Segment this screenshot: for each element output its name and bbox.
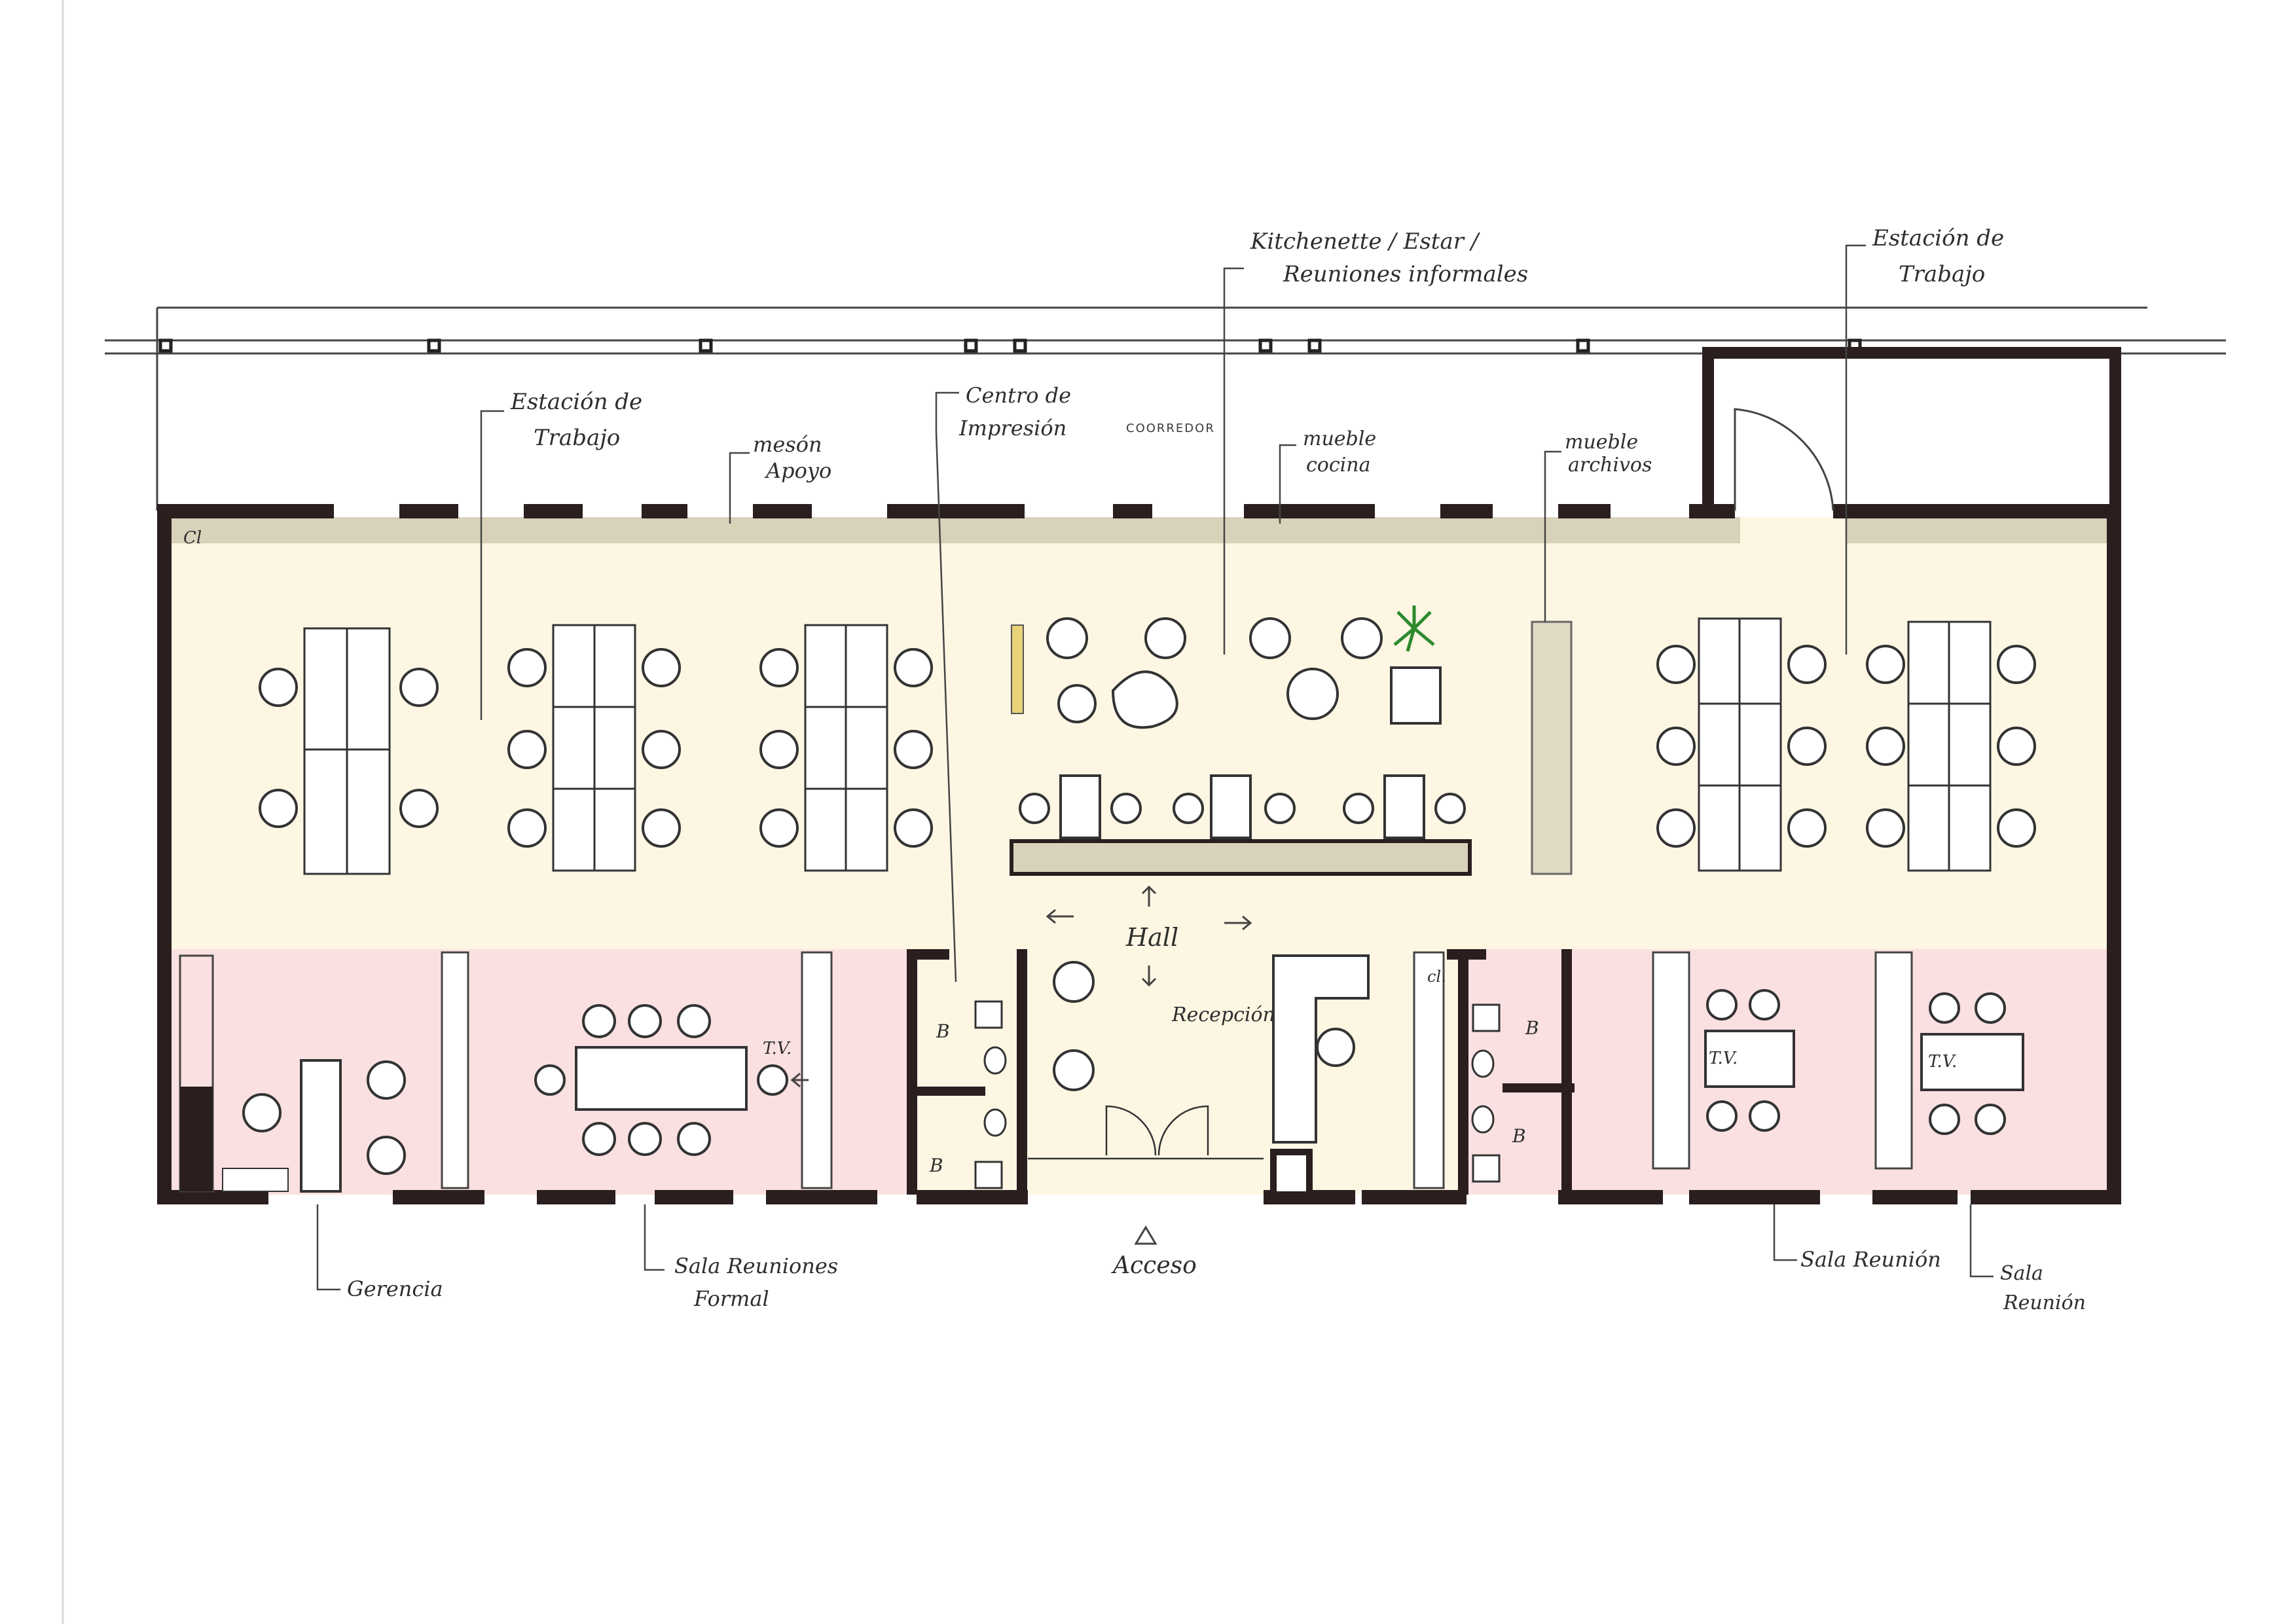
label-mueble-archivos-1: mueble: [1565, 431, 1638, 454]
label-cl-bath: cl.: [1427, 967, 1446, 986]
label-sala-reunion-1: Sala Reunión: [1800, 1247, 1941, 1272]
label-coorredor: COORREDOR: [1126, 422, 1215, 435]
interior-walls: [179, 949, 1913, 1198]
door-arc-upper: [1734, 408, 1834, 511]
label-meson-1: mesón: [753, 432, 822, 457]
label-mueble-cocina-2: cocina: [1306, 454, 1370, 477]
workstations-right: [1698, 617, 1992, 872]
label-mueble-archivos-2: archivos: [1568, 454, 1652, 477]
label-gerencia: Gerencia: [347, 1276, 443, 1301]
hall-arrows: [790, 885, 1252, 1245]
corridor-columns: [158, 338, 1862, 353]
label-b-left-1: B: [936, 1020, 950, 1042]
label-centro-impresion-2: Impresión: [958, 416, 1066, 441]
label-mueble-cocina-1: mueble: [1303, 427, 1376, 450]
plan-labels: Estación de Trabajo mesón Apoyo Centro d…: [183, 225, 2086, 1314]
sala-formal-furniture: [534, 1004, 788, 1156]
label-tv-formal: T.V.: [763, 1039, 792, 1058]
label-acceso: Acceso: [1111, 1252, 1197, 1279]
label-recepcion: Recepción: [1171, 1003, 1275, 1026]
chairs-right: [1656, 645, 2036, 848]
open-work-area: [169, 517, 2120, 949]
sala-reunion-furniture: [1704, 989, 2024, 1135]
label-centro-impresion-1: Centro de: [966, 383, 1071, 408]
plant-icon: [1393, 605, 1435, 652]
label-estacion-left-1: Estación de: [510, 389, 642, 415]
label-meson-2: Apoyo: [764, 458, 831, 483]
label-b-right-1: B: [1525, 1017, 1539, 1039]
label-sala-formal-1: Sala Reuniones: [674, 1254, 838, 1278]
label-estacion-right-1: Estación de: [1872, 225, 2004, 251]
label-hall: Hall: [1125, 923, 1178, 952]
kitchenette-furniture: [1010, 617, 1472, 876]
label-kitchenette-1: Kitchenette / Estar /: [1250, 228, 1481, 255]
bathroom-right-fixtures: [1471, 1003, 1501, 1183]
label-tv-sala-2: T.V.: [1928, 1052, 1957, 1072]
label-kitchenette-2: Reuniones informales: [1283, 261, 1528, 287]
label-sala-reunion-2b: Reunión: [2003, 1291, 2086, 1314]
label-leaders: [316, 244, 1994, 1291]
label-estacion-left-2: Trabajo: [534, 425, 620, 451]
label-tv-sala-1: T.V.: [1709, 1049, 1738, 1068]
entry-doors: [1028, 1105, 1264, 1160]
label-b-left-2: B: [929, 1155, 943, 1176]
gerencia-furniture: [222, 1059, 406, 1193]
label-cl-top: Cl: [183, 528, 202, 548]
meson-apoyo-counter: [169, 517, 1740, 543]
label-sala-formal-2: Formal: [693, 1286, 769, 1311]
mueble-archivos: [1531, 621, 1573, 875]
label-estacion-right-2: Trabajo: [1899, 261, 1985, 287]
chairs-left: [259, 648, 933, 848]
hall-area: [915, 949, 1467, 1195]
recepcion-desk: [1272, 954, 1370, 1144]
bathroom-left-fixtures: [974, 961, 1095, 1189]
label-sala-reunion-2a: Sala: [2000, 1262, 2043, 1285]
corridor-lines: [105, 306, 2226, 511]
counter-right: [1846, 517, 2120, 543]
label-b-right-2: B: [1512, 1125, 1526, 1147]
workstations-left: [303, 624, 888, 875]
